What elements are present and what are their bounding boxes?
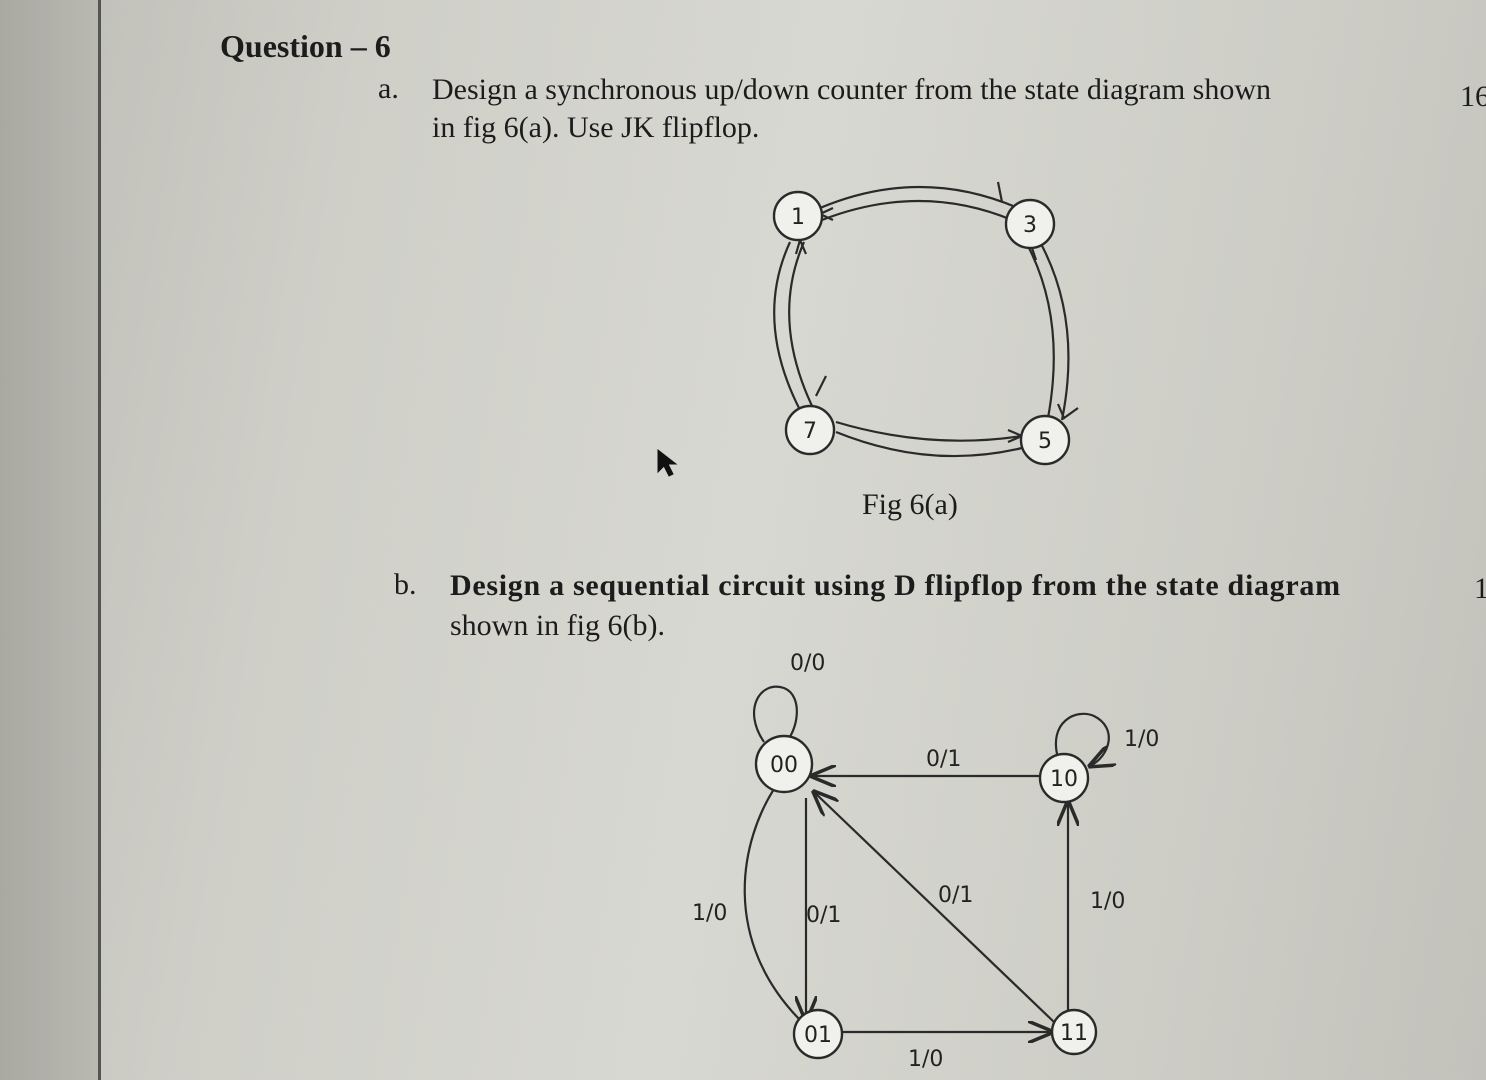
transition-3-5: [1027, 241, 1079, 421]
edge-10-to-00: 0/1: [812, 747, 1040, 776]
self-loop-10: 1/0: [1054, 712, 1159, 766]
fig-6a-state-diagram: 1 3 5 7: [772, 181, 1079, 466]
svg-text:10: 10: [1050, 767, 1078, 792]
transition-1-3: [817, 181, 1019, 222]
svg-text:5: 5: [1038, 429, 1052, 454]
fig-6b-state-diagram: 0/0 1/0 0/1 1/0 0/1 0/1 1/0 1/0 00: [692, 651, 1159, 1072]
state-1: 1: [772, 190, 824, 242]
part-b-line1: Design a sequential circuit using D flip…: [450, 569, 1341, 602]
part-a-line1: Design a synchronous up/down counter fro…: [432, 73, 1271, 106]
svg-text:00: 00: [770, 753, 798, 778]
transition-5-7: [835, 420, 1025, 458]
svg-text:0/1: 0/1: [926, 747, 961, 772]
self-loop-00: 0/0: [752, 651, 825, 745]
state-5: 5: [1019, 414, 1071, 466]
question-title: Question – 6: [220, 28, 391, 64]
svg-text:1/0: 1/0: [692, 901, 727, 926]
svg-text:1/0: 1/0: [908, 1047, 943, 1072]
svg-text:0/1: 0/1: [938, 883, 973, 908]
part-b-marker: b.: [394, 568, 417, 601]
svg-text:3: 3: [1023, 213, 1037, 238]
svg-text:01: 01: [804, 1023, 832, 1048]
edge-00-to-01: 0/1: [806, 798, 841, 1020]
svg-text:1/0: 1/0: [1124, 727, 1159, 752]
edge-01-to-11: 1/0: [838, 1032, 1052, 1072]
svg-text:0/1: 0/1: [806, 903, 841, 928]
svg-text:1/0: 1/0: [1090, 889, 1125, 914]
svg-text:7: 7: [803, 419, 817, 444]
svg-text:0/0: 0/0: [790, 651, 825, 676]
part-b-line2: shown in fig 6(b).: [450, 609, 665, 642]
transition-7-1: [773, 236, 827, 411]
part-a-marker: a.: [378, 72, 399, 105]
part-b-marks: 1: [1474, 572, 1486, 605]
state-00: 00: [754, 734, 814, 794]
state-7: 7: [784, 404, 836, 456]
page-border-line: [98, 0, 101, 1080]
state-10: 10: [1038, 752, 1090, 804]
svg-text:1: 1: [791, 205, 805, 230]
mouse-pointer-icon: [657, 448, 678, 477]
edge-11-to-10: 1/0: [1068, 802, 1125, 1018]
state-01: 01: [792, 1008, 844, 1060]
part-a-line2: in fig 6(a). Use JK flipflop.: [432, 111, 760, 144]
part-a-marks: 16: [1460, 80, 1486, 113]
state-11: 11: [1050, 1008, 1098, 1056]
fig-6a-caption: Fig 6(a): [862, 488, 958, 521]
edge-01-to-00-curve: 1/0: [692, 785, 803, 1023]
monitor-edge: [0, 0, 100, 1080]
svg-text:11: 11: [1060, 1021, 1088, 1046]
edge-11-to-00: 0/1: [814, 792, 1055, 1023]
state-3: 3: [1004, 198, 1056, 250]
